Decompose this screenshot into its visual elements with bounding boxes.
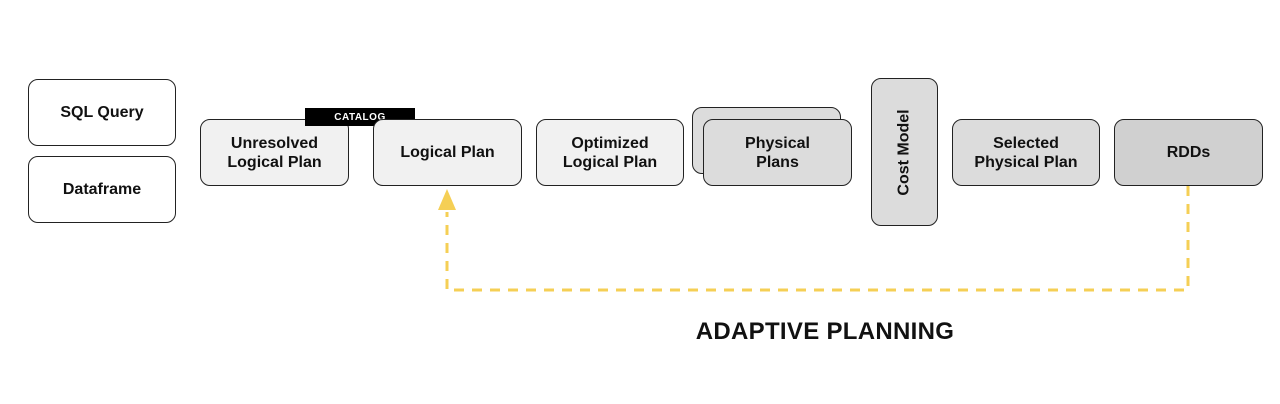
- optimized-logical-plan-box: Optimized Logical Plan: [536, 119, 684, 186]
- physical-plans-box: Physical Plans: [703, 119, 852, 186]
- unresolved-logical-plan-box: Unresolved Logical Plan: [200, 119, 349, 186]
- feedback-arrowhead-icon: [438, 189, 456, 210]
- sql-query-box: SQL Query: [28, 79, 176, 146]
- rdds-box: RDDs: [1114, 119, 1263, 186]
- selected-physical-plan-box: Selected Physical Plan: [952, 119, 1100, 186]
- cost-model-box: Cost Model: [871, 78, 938, 226]
- adaptive-planning-label: ADAPTIVE PLANNING: [695, 318, 955, 345]
- feedback-dashed-line: [445, 186, 1190, 292]
- dataframe-box: Dataframe: [28, 156, 176, 223]
- logical-plan-box: Logical Plan: [373, 119, 522, 186]
